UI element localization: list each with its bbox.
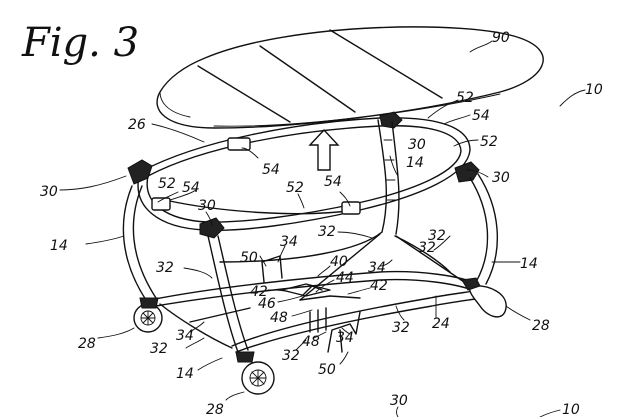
ref-10-bottom: 10	[562, 402, 580, 417]
ref-32-left-lower: 32	[150, 341, 168, 357]
reference-numerals: 90 10 52 54 52 26 30 14 54 30 30 52 54 5…	[40, 30, 603, 417]
ref-10-top: 10	[585, 82, 603, 98]
ref-32-left: 32	[156, 260, 174, 276]
ref-24: 24	[432, 316, 450, 332]
ref-48-upper: 48	[270, 310, 288, 326]
ref-52-left: 52	[158, 176, 176, 192]
ref-42-right: 42	[370, 278, 388, 294]
center-column	[377, 119, 400, 235]
ref-32-right-upper: 32	[428, 228, 446, 244]
figure-title: Fig. 3	[21, 20, 139, 66]
lift-arrow	[308, 128, 340, 171]
ref-34-left: 34	[176, 328, 194, 344]
ref-52-right: 52	[480, 134, 498, 150]
base-frame	[149, 231, 483, 353]
ref-32-lower: 32	[282, 348, 300, 364]
casters	[133, 277, 507, 395]
ref-30-top: 30	[408, 137, 426, 153]
ref-28-bottom: 28	[206, 402, 224, 417]
ref-50-upper: 50	[240, 250, 258, 266]
ref-14-right: 14	[520, 256, 538, 272]
legs	[122, 173, 499, 353]
ref-54-center: 54	[262, 162, 280, 178]
ref-52-center: 52	[286, 180, 304, 196]
wheel-left	[133, 297, 163, 333]
ref-34-lower: 34	[336, 330, 354, 346]
ref-30-bottom: 30	[390, 393, 408, 409]
upper-frame-ring	[137, 117, 471, 231]
table-top	[156, 26, 544, 129]
ref-32-upper: 32	[318, 224, 336, 240]
ref-46: 46	[258, 296, 276, 312]
ref-44: 44	[336, 270, 354, 286]
wheel-right	[461, 277, 507, 318]
ref-42-left: 42	[250, 284, 268, 300]
ref-40: 40	[330, 254, 348, 270]
ref-90: 90	[492, 30, 510, 46]
ref-54-front: 54	[324, 174, 342, 190]
ref-34-center: 34	[280, 234, 298, 250]
ref-14-left: 14	[50, 238, 68, 254]
ref-30-left: 30	[40, 184, 58, 200]
ref-54-left: 54	[182, 180, 200, 196]
ref-30-front: 30	[198, 198, 216, 214]
ref-48-lower: 48	[302, 334, 320, 350]
ref-50-lower: 50	[318, 362, 336, 378]
ref-32-right: 32	[418, 240, 436, 256]
ref-32-lower-right: 32	[392, 320, 410, 336]
ref-34-right: 34	[368, 260, 386, 276]
ref-14-upper: 14	[406, 155, 424, 171]
ref-14-lower: 14	[176, 366, 194, 382]
ref-28-left: 28	[78, 336, 96, 352]
ref-26: 26	[128, 117, 146, 133]
corner-brackets	[127, 111, 480, 239]
leader-lines	[59, 40, 586, 417]
ref-30-right: 30	[492, 170, 510, 186]
ref-52-top: 52	[456, 90, 474, 106]
wheel-front	[235, 351, 275, 395]
ref-54-top: 54	[472, 108, 490, 124]
ref-28-right: 28	[532, 318, 550, 334]
